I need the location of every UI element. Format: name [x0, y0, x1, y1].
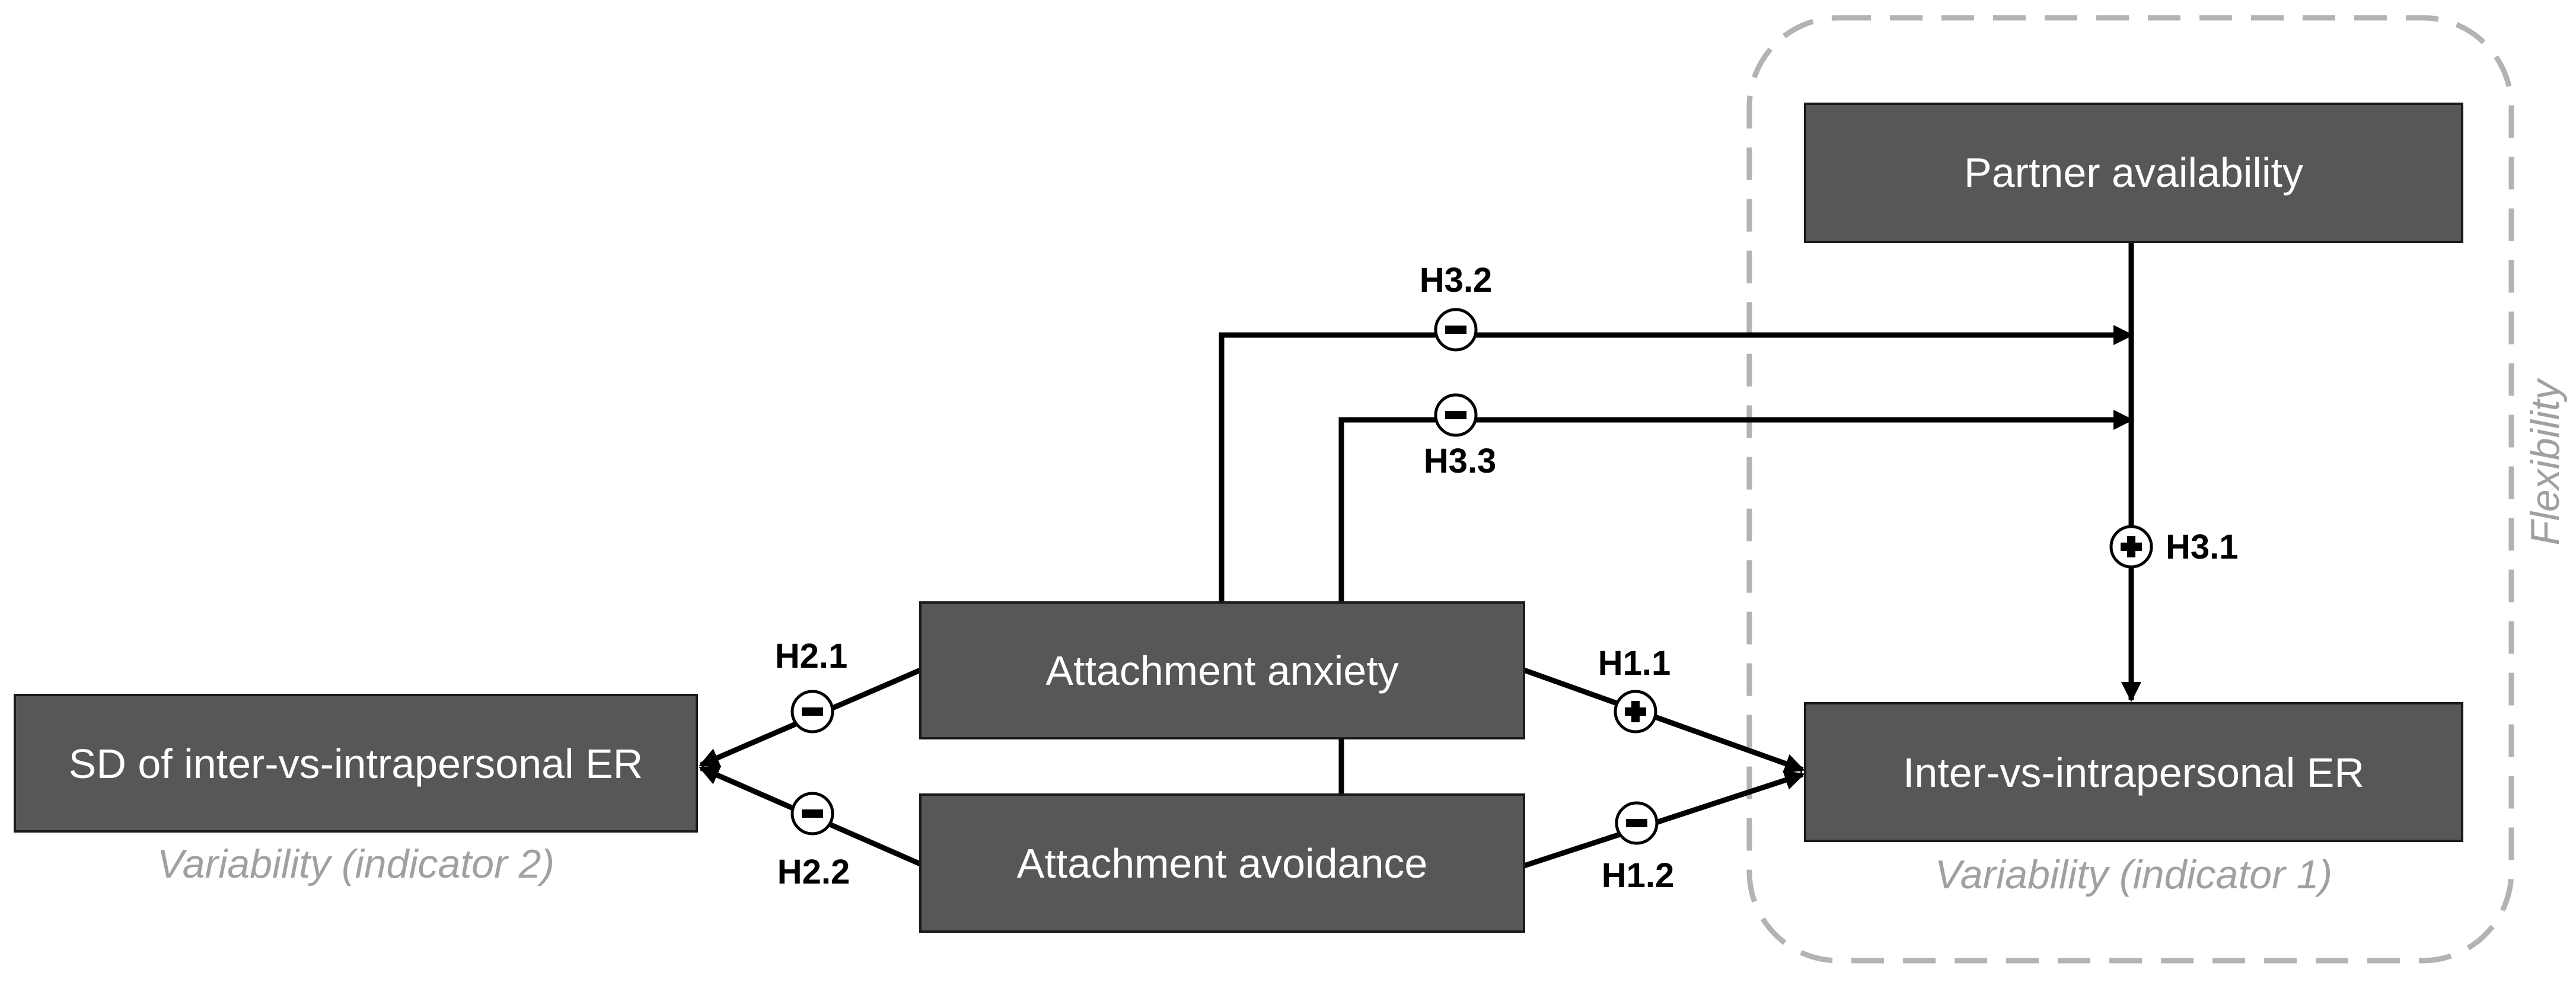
attachment-anxiety-label: Attachment anxiety: [1045, 648, 1398, 694]
h2-2-minus-icon: [790, 792, 834, 836]
h1-2-label: H1.2: [1602, 856, 1675, 895]
h3-2-path: [1219, 325, 2134, 602]
flexibility-label: Flexibility: [2523, 377, 2568, 546]
variability-indicator-2-caption: Variability (indicator 2): [157, 841, 554, 887]
h3-3-path: [1338, 410, 2134, 602]
h3-1-label: H3.1: [2166, 528, 2239, 566]
h2-1-label: H2.1: [775, 637, 848, 675]
h1-2-path: [1523, 770, 1805, 869]
h3-2-label: H3.2: [1420, 261, 1493, 299]
flexibility-region: [1746, 15, 2514, 964]
h1-1-plus-icon: [1614, 690, 1657, 734]
h3-3-label: H3.3: [1424, 442, 1497, 480]
sd-er-label: SD of inter-vs-intrapersonal ER: [69, 741, 643, 787]
sd-er-node: SD of inter-vs-intrapersonal ER: [14, 694, 698, 833]
h1-1-path: [1523, 667, 1805, 773]
h3-1-plus-icon: [2109, 525, 2153, 569]
partner-availability-node: Partner availability: [1804, 103, 2463, 243]
inter-intra-er-label: Inter-vs-intrapersonal ER: [1903, 750, 2364, 796]
partner-availability-label: Partner availability: [1964, 149, 2303, 196]
h2-1-minus-icon: [790, 690, 834, 734]
h1-1-label: H1.1: [1598, 644, 1671, 683]
inter-intra-er-node: Inter-vs-intrapersonal ER: [1804, 702, 2463, 842]
h1-2-minus-icon: [1615, 801, 1659, 845]
h3-2-minus-icon: [1434, 308, 1478, 352]
attachment-avoidance-label: Attachment avoidance: [1017, 840, 1428, 887]
h3-3-minus-icon: [1434, 393, 1478, 437]
h2-2-label: H2.2: [777, 853, 850, 891]
attachment-avoidance-node: Attachment avoidance: [919, 793, 1525, 933]
attachment-anxiety-node: Attachment anxiety: [919, 601, 1525, 739]
variability-indicator-1-caption: Variability (indicator 1): [1935, 852, 2332, 897]
